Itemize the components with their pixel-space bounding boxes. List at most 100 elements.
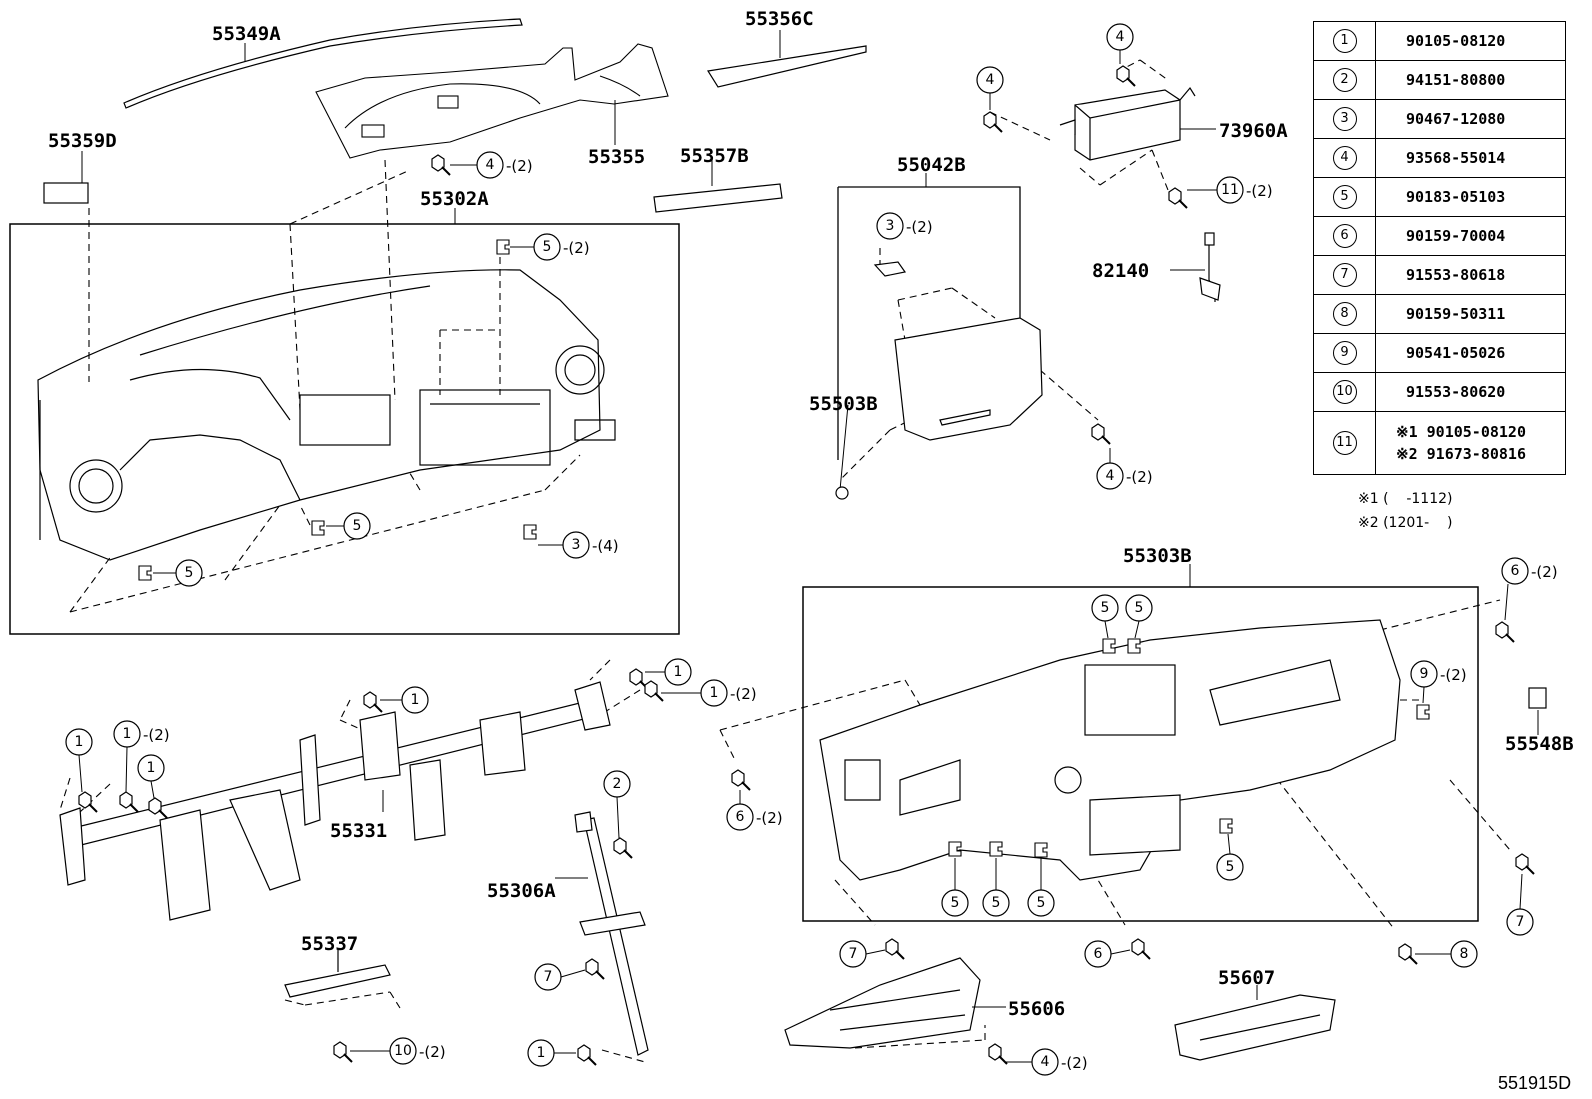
row-index: 11 bbox=[1332, 431, 1357, 455]
svg-text:1: 1 bbox=[674, 664, 683, 680]
part-label-55042B: 55042B bbox=[897, 154, 966, 176]
row-index: 9 bbox=[1332, 341, 1357, 365]
callout-7: 7 bbox=[534, 963, 562, 991]
svg-text:2: 2 bbox=[613, 776, 622, 792]
svg-text:7: 7 bbox=[544, 969, 553, 985]
callout-1: 1 bbox=[700, 679, 728, 707]
callout-qty: -(2) bbox=[1440, 666, 1467, 684]
callout-qty: -(2) bbox=[143, 726, 170, 744]
svg-text:5: 5 bbox=[185, 565, 194, 581]
table-cell-index: 1 bbox=[1313, 21, 1376, 61]
callout-7: 7 bbox=[1506, 908, 1534, 936]
svg-text:1: 1 bbox=[123, 726, 132, 742]
table-cell-index: 10 bbox=[1313, 372, 1376, 412]
table-cell-part-number: 91553-80620 bbox=[1375, 372, 1566, 412]
glove-box-door bbox=[835, 261, 1043, 500]
table-cell-index: 9 bbox=[1313, 333, 1376, 373]
callout-qty: -(2) bbox=[1246, 182, 1273, 200]
table-row: 2 94151-80800 bbox=[1313, 60, 1566, 100]
callout-qty: -(2) bbox=[419, 1043, 446, 1061]
svg-text:5: 5 bbox=[353, 518, 362, 534]
svg-text:1: 1 bbox=[537, 1045, 546, 1061]
trim-pad-55359D bbox=[43, 182, 89, 204]
callout-qty: -(2) bbox=[1126, 468, 1153, 486]
callout-qty: -(2) bbox=[730, 685, 757, 703]
part-label-55357B: 55357B bbox=[680, 145, 749, 167]
side-defroster-strip bbox=[707, 45, 867, 88]
table-cell-part-number: 90159-70004 bbox=[1375, 216, 1566, 256]
part-label-73960A: 73960A bbox=[1219, 120, 1288, 142]
callout-6: 6 bbox=[1084, 940, 1112, 968]
callout-2: 2 bbox=[603, 770, 631, 798]
defroster-garnish-strip bbox=[123, 18, 523, 109]
svg-text:7: 7 bbox=[849, 946, 858, 962]
callout-6: 6 bbox=[1501, 557, 1529, 585]
callout-qty: -(2) bbox=[1531, 563, 1558, 581]
airbag-sensor-ecu bbox=[1059, 86, 1196, 161]
table-cell-index: 11 bbox=[1313, 411, 1376, 475]
row-index: 5 bbox=[1332, 185, 1357, 209]
table-cell-part-number: 91553-80618 bbox=[1375, 255, 1566, 295]
callout-6: 6 bbox=[726, 803, 754, 831]
table-cell-part-number: 90541-05026 bbox=[1375, 333, 1566, 373]
table-cell-part-number: 94151-80800 bbox=[1375, 60, 1566, 100]
row-index: 6 bbox=[1332, 224, 1357, 248]
safety-pad-upper bbox=[315, 43, 669, 159]
panel-sub-assy-frame bbox=[9, 223, 680, 635]
part-label-55331: 55331 bbox=[330, 820, 387, 842]
table-cell-index: 3 bbox=[1313, 99, 1376, 139]
table-cell-index: 2 bbox=[1313, 60, 1376, 100]
svg-text:5: 5 bbox=[951, 895, 960, 911]
glove-box-frame bbox=[838, 186, 1021, 325]
callout-1: 1 bbox=[65, 728, 93, 756]
table-cell-index: 4 bbox=[1313, 138, 1376, 178]
callout-qty: -(2) bbox=[756, 809, 783, 827]
callout-4: 4 bbox=[476, 151, 504, 179]
svg-text:6: 6 bbox=[1511, 563, 1520, 579]
svg-text:5: 5 bbox=[992, 895, 1001, 911]
svg-text:1: 1 bbox=[75, 734, 84, 750]
callout-1: 1 bbox=[664, 658, 692, 686]
callout-3: 3 bbox=[876, 212, 904, 240]
part-label-leaders bbox=[81, 30, 1191, 587]
part-label-55306A: 55306A bbox=[487, 880, 556, 902]
bracket-55337 bbox=[284, 948, 391, 998]
row-index: 2 bbox=[1332, 68, 1357, 92]
callout-1: 1 bbox=[527, 1039, 555, 1067]
wire-harness-82140 bbox=[1199, 232, 1221, 302]
instrument-panel-sub-assembly bbox=[37, 269, 616, 561]
callouts: 4 -(2) 5 -(2) 5 5 3 -(4) 3 -(2) 4 -(2) 4… bbox=[65, 23, 1558, 1076]
svg-text:1: 1 bbox=[710, 685, 719, 701]
part-label-55503B: 55503B bbox=[809, 393, 878, 415]
table-cell-part-number: 90183-05103 bbox=[1375, 177, 1566, 217]
callout-5: 5 bbox=[1091, 594, 1119, 622]
callout-3: 3 bbox=[562, 531, 590, 559]
callout-4: 4 bbox=[1106, 23, 1134, 51]
footnote-1: ※1 ( -1112) bbox=[1358, 491, 1453, 507]
svg-text:3: 3 bbox=[886, 218, 895, 234]
part-label-82140: 82140 bbox=[1092, 260, 1149, 282]
callout-qty: -(4) bbox=[592, 537, 619, 555]
table-cell-part-number: 90105-08120 bbox=[1375, 21, 1566, 61]
svg-text:5: 5 bbox=[543, 239, 552, 255]
part-label-55349A: 55349A bbox=[212, 23, 281, 45]
svg-text:5: 5 bbox=[1101, 600, 1110, 616]
leader-lines bbox=[59, 59, 1511, 1063]
callout-5: 5 bbox=[175, 559, 203, 587]
callout-9: 9 bbox=[1410, 660, 1438, 688]
table-row: 9 90541-05026 bbox=[1313, 333, 1566, 373]
table-row: 5 90183-05103 bbox=[1313, 177, 1566, 217]
callout-5: 5 bbox=[533, 233, 561, 261]
table-cell-index: 6 bbox=[1313, 216, 1376, 256]
table-cell-part-number: 93568-55014 bbox=[1375, 138, 1566, 178]
callout-7: 7 bbox=[839, 940, 867, 968]
callout-5: 5 bbox=[941, 889, 969, 917]
part-number-variant: ※1 90105-08120 bbox=[1396, 423, 1526, 441]
svg-text:5: 5 bbox=[1226, 859, 1235, 875]
table-row: 6 90159-70004 bbox=[1313, 216, 1566, 256]
svg-text:5: 5 bbox=[1037, 895, 1046, 911]
